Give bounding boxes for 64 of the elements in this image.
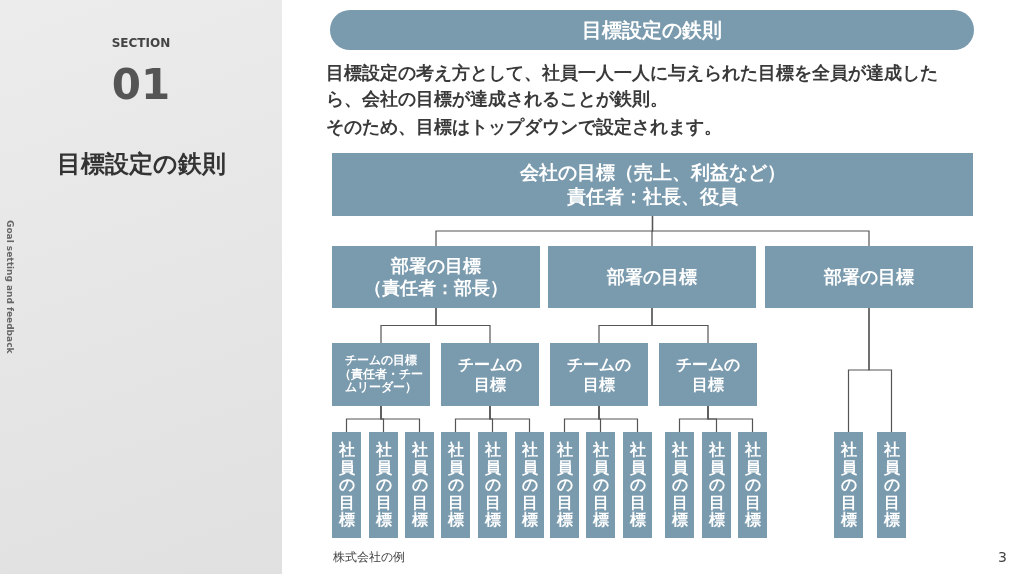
example-note: 株式会社の例 — [333, 549, 405, 566]
connector-line — [651, 307, 709, 344]
employee-goal-box — [738, 432, 767, 538]
goal-title: チームの目標 — [566, 354, 632, 395]
rule-text: そのため、目標はトップダウンで設定されます。 — [326, 115, 723, 139]
team-goal-box — [332, 343, 430, 406]
company-goal-box — [332, 153, 973, 216]
connector-line — [380, 405, 421, 433]
goal-title: 社員の目標 — [883, 441, 900, 529]
employee-goal-box — [665, 432, 694, 538]
goal-title: チームの目標 — [457, 354, 523, 395]
responsible-text: 責任者：社長、役員 — [567, 184, 738, 209]
connector-line — [707, 405, 754, 433]
employee-goal-box — [550, 432, 579, 538]
section-title: 目標設定の鉄則 — [55, 149, 227, 180]
goal-title: 社員の目標 — [447, 441, 464, 529]
page-number: 3 — [998, 549, 1007, 565]
employee-goal-box — [515, 432, 544, 538]
employee-goal-box — [834, 432, 863, 538]
department-goal-box — [332, 246, 540, 308]
goal-title: 部署の目標 — [391, 254, 481, 277]
goal-title: 社員の目標 — [484, 441, 501, 529]
goal-title: 社員の目標 — [375, 441, 392, 529]
employee-goal-box — [332, 432, 361, 538]
employee-goal-box — [405, 432, 434, 538]
goal-title: 社員の目標 — [556, 441, 573, 529]
responsible-text: （責任者：部長） — [364, 277, 508, 300]
goal-title: 部署の目標 — [607, 265, 697, 289]
team-goal-box — [441, 343, 539, 406]
employee-goal-box — [702, 432, 731, 538]
connector-line — [868, 307, 893, 433]
goal-title: 社員の目標 — [411, 441, 428, 529]
goal-title: 部署の目標 — [824, 265, 914, 289]
connector-line — [651, 215, 870, 247]
employee-goal-box — [369, 432, 398, 538]
team-goal-box — [550, 343, 648, 406]
connector-line — [435, 307, 491, 344]
department-goal-box — [548, 246, 756, 308]
employee-goal-box — [877, 432, 906, 538]
goal-title: 会社の目標（売上、利益など） — [519, 160, 786, 185]
goal-title: 社員の目標 — [629, 441, 646, 529]
team-goal-box — [659, 343, 757, 406]
goal-title: 社員の目標 — [592, 441, 609, 529]
employee-goal-box — [586, 432, 615, 538]
section-label: SECTION — [110, 36, 172, 50]
employee-goal-box — [478, 432, 507, 538]
department-goal-box — [765, 246, 973, 308]
connector-line — [489, 405, 531, 433]
employee-goal-box — [623, 432, 652, 538]
responsible-text: （責任者・チームリーダー） — [338, 367, 424, 396]
goal-title: チームの目標 — [345, 353, 417, 368]
goal-title: チームの目標 — [675, 354, 741, 395]
goal-title: 社員の目標 — [744, 441, 761, 529]
goal-title: 社員の目標 — [671, 441, 688, 529]
vertical-subtitle: Goal setting and feedback — [5, 220, 15, 354]
section-number: 01 — [110, 60, 172, 109]
goal-title: 社員の目標 — [840, 441, 857, 529]
employee-goal-box — [441, 432, 470, 538]
connector-line — [598, 405, 639, 433]
goal-title: 社員の目標 — [708, 441, 725, 529]
goal-title: 社員の目標 — [521, 441, 538, 529]
rule-text: 目標設定の考え方として、社員一人一人に与えられた目標を全員が達成したら、会社の目標が達成されることが鉄則。 — [326, 61, 939, 111]
title-banner: 目標設定の鉄則 — [330, 10, 974, 50]
goal-title: 社員の目標 — [338, 441, 355, 529]
